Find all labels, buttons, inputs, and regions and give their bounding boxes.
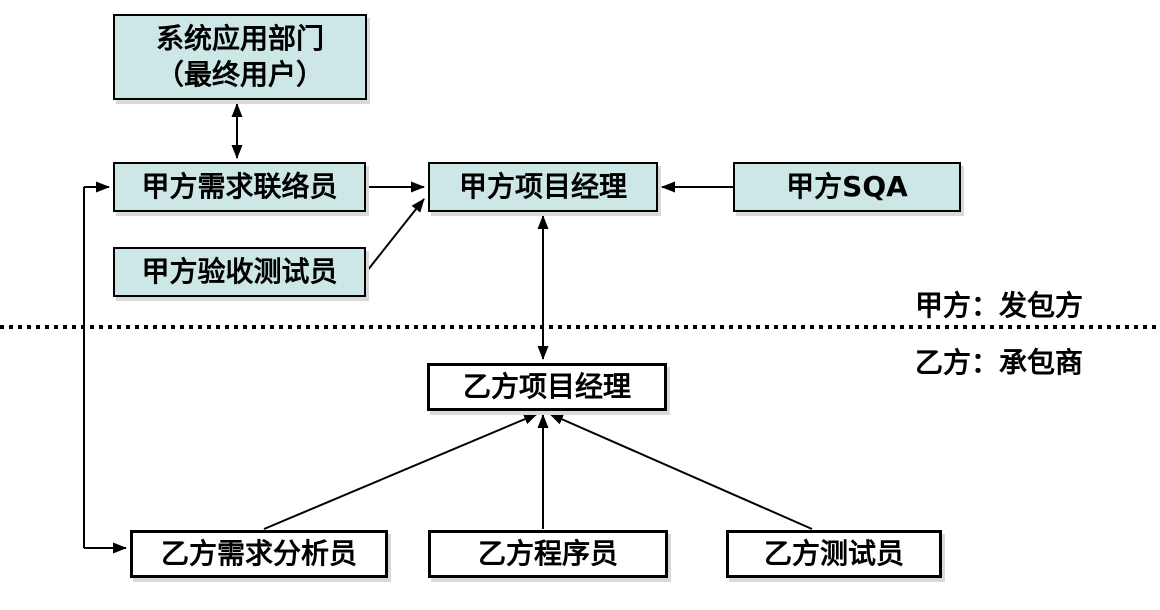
node-party-b-programmer-label: 乙方程序员 xyxy=(477,536,618,570)
node-party-a-liaison: 甲方需求联络员 xyxy=(113,162,366,212)
node-party-b-tester: 乙方测试员 xyxy=(726,530,942,578)
node-party-b-project-manager-label: 乙方项目经理 xyxy=(462,369,631,403)
node-party-a-project-manager-label: 甲方项目经理 xyxy=(458,169,627,203)
node-party-b-programmer: 乙方程序员 xyxy=(428,530,668,578)
node-party-b-requirements-analyst-label: 乙方需求分析员 xyxy=(160,536,357,570)
node-party-a-acceptance-tester-label: 甲方验收测试员 xyxy=(141,254,338,288)
arrow-tester-pmb xyxy=(549,413,813,530)
node-party-a-sqa: 甲方SQA xyxy=(733,162,961,212)
arrow-analyst-pmb xyxy=(263,413,538,530)
node-end-users: 系统应用部门 （最终用户） xyxy=(113,14,367,100)
node-end-users-line1: 系统应用部门 xyxy=(155,21,324,55)
node-party-a-acceptance-tester: 甲方验收测试员 xyxy=(113,247,366,297)
party-a-divider-label: 甲方：发包方 xyxy=(915,289,1084,322)
node-party-b-tester-label: 乙方测试员 xyxy=(763,536,904,570)
node-party-a-project-manager: 甲方项目经理 xyxy=(428,162,658,212)
node-end-users-line2: （最终用户） xyxy=(155,58,324,91)
party-b-divider-label: 乙方：承包商 xyxy=(915,346,1084,379)
arrow-acceptance-pma xyxy=(366,198,425,272)
node-party-a-liaison-label: 甲方需求联络员 xyxy=(141,169,338,203)
node-party-b-requirements-analyst: 乙方需求分析员 xyxy=(130,530,388,578)
node-party-a-sqa-label: 甲方SQA xyxy=(786,169,908,203)
node-party-b-project-manager: 乙方项目经理 xyxy=(427,363,667,411)
